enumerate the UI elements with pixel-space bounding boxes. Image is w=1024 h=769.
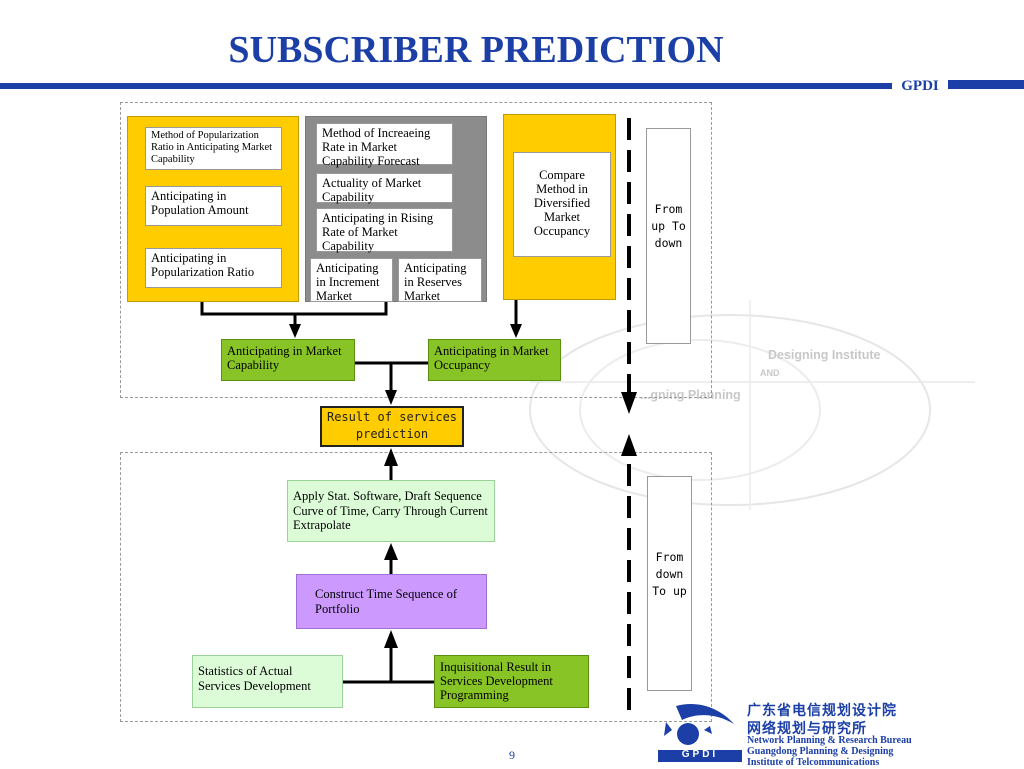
popularization-ratio-box: Anticipating in Popularization Ratio	[145, 248, 282, 288]
header-rule	[0, 83, 1024, 89]
watermark-line3: ...gning Planning	[640, 388, 741, 402]
construct-sequence-box: Construct Time Sequence of Portfolio	[296, 574, 487, 629]
rising-rate-box: Anticipating in Rising Rate of Market Ca…	[316, 208, 453, 253]
slide-title: SUBSCRIBER PREDICTION	[228, 29, 724, 71]
reserves-market-box: Anticipating in Reserves Market	[398, 258, 482, 303]
from-up-to-down-label: From up To down	[646, 128, 691, 344]
apply-stat-box: Apply Stat. Software, Draft Sequence Cur…	[287, 480, 495, 542]
footer-chinese-line2: 网络规划与研究所	[747, 721, 867, 737]
header-rule-end	[948, 80, 1024, 86]
gpdi-logo	[658, 704, 742, 762]
header-gpdi-tag: GPDI	[892, 76, 948, 96]
result-box: Result of services prediction	[320, 406, 464, 447]
logo-text: GPDI	[681, 749, 719, 760]
footer-english-line3: Institute of Telcommunications	[747, 757, 880, 768]
lower-dashed-group	[120, 452, 712, 722]
watermark-line1: Designing Institute	[768, 348, 881, 362]
population-amount-box: Anticipating in Population Amount	[145, 186, 282, 226]
upper-dashed-group	[120, 102, 712, 398]
popularization-method-box: Method of Popularization Ratio in Antici…	[145, 127, 282, 170]
actuality-box: Actuality of Market Capability	[316, 173, 453, 204]
increasing-rate-method-box: Method of Increaeing Rate in Market Capa…	[316, 123, 453, 168]
increment-market-box: Anticipating in Increment Market	[310, 258, 393, 303]
market-capability-box: Anticipating in Market Capability	[221, 339, 355, 381]
watermark-graphic	[529, 300, 975, 510]
from-down-to-up-label: From down To up	[647, 476, 692, 691]
footer-english-line1: Network Planning & Research Bureau	[747, 735, 912, 746]
inquisitional-result-box: Inquisitional Result in Services Develop…	[434, 655, 589, 708]
statistics-actual-box: Statistics of Actual Services Developmen…	[192, 655, 343, 708]
market-occupancy-box: Anticipating in Market Occupancy	[428, 339, 561, 381]
watermark-line2: AND	[760, 368, 780, 378]
footer-english-line2: Guangdong Planning & Designing	[747, 746, 894, 757]
page-number: 9	[509, 748, 515, 762]
footer-chinese-line1: 广东省电信规划设计院	[747, 703, 897, 719]
compare-method-box: Compare Method in Diversified Market Occ…	[513, 152, 611, 257]
